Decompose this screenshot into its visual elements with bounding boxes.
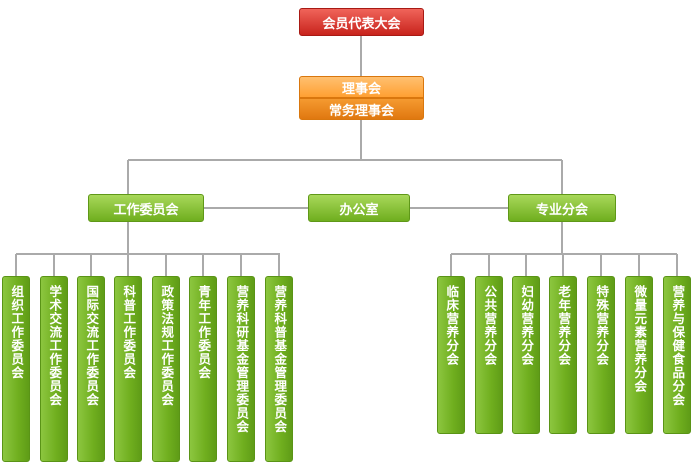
branch-maternal-child-nutrition: 妇幼营养分会	[512, 276, 540, 434]
branch-elderly-nutrition: 老年营养分会	[549, 276, 577, 434]
committee-youth: 青年工作委员会	[189, 276, 217, 462]
committee-research-fund: 营养科研基金管理委员会	[227, 276, 255, 462]
branch-public-nutrition: 公共营养分会	[475, 276, 503, 434]
standing-council-label: 常务理事会	[299, 98, 424, 120]
committee-international-exchange: 国际交流工作委员会	[77, 276, 105, 462]
committee-policy-regulation: 政策法规工作委员会	[152, 276, 180, 462]
specialty-branches-node: 专业分会	[508, 194, 616, 222]
branch-nutrition-health-food: 营养与保健食品分会	[663, 276, 691, 434]
committee-organization: 组织工作委员会	[2, 276, 30, 462]
branch-trace-element-nutrition: 微量元素营养分会	[625, 276, 653, 434]
branch-clinical-nutrition: 临床营养分会	[437, 276, 465, 434]
general-assembly-node: 会员代表大会	[299, 8, 424, 36]
branch-special-nutrition: 特殊营养分会	[587, 276, 615, 434]
committee-academic-exchange: 学术交流工作委员会	[40, 276, 68, 462]
office-node: 办公室	[308, 194, 410, 222]
council-node: 理事会 常务理事会	[299, 76, 424, 120]
committee-science-popularization: 科普工作委员会	[114, 276, 142, 462]
committee-popularization-fund: 营养科普基金管理委员会	[265, 276, 293, 462]
council-label: 理事会	[299, 76, 424, 98]
working-committees-node: 工作委员会	[88, 194, 204, 222]
